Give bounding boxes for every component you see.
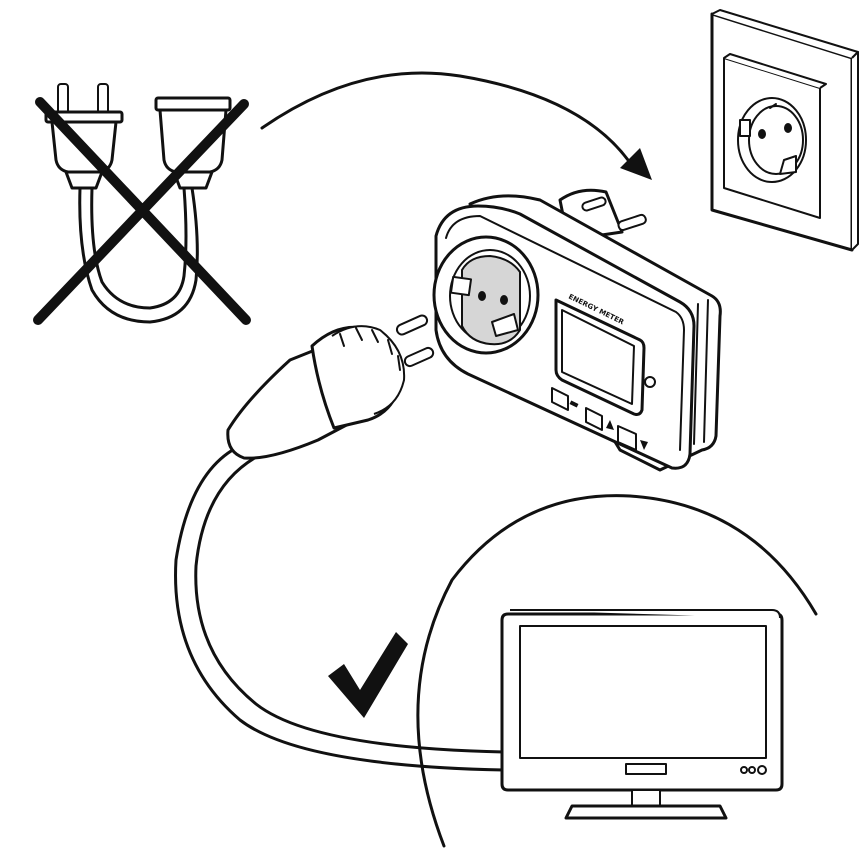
power-plug-icon bbox=[174, 314, 506, 772]
set-button[interactable] bbox=[551, 387, 579, 411]
tv-icon bbox=[500, 609, 784, 820]
arrow-icon bbox=[260, 71, 652, 180]
cross-mark-icon bbox=[33, 97, 251, 325]
down-button[interactable] bbox=[617, 425, 648, 451]
check-mark-icon bbox=[328, 632, 408, 718]
meter-socket-icon bbox=[432, 235, 540, 355]
indicator-light-icon bbox=[644, 376, 656, 388]
energy-meter-icon: ENERGY METER bbox=[432, 188, 722, 472]
meter-display: ENERGY METER bbox=[554, 293, 646, 416]
highlight-arc bbox=[416, 494, 818, 848]
up-button[interactable] bbox=[585, 407, 614, 431]
wall-socket-icon bbox=[710, 9, 859, 252]
